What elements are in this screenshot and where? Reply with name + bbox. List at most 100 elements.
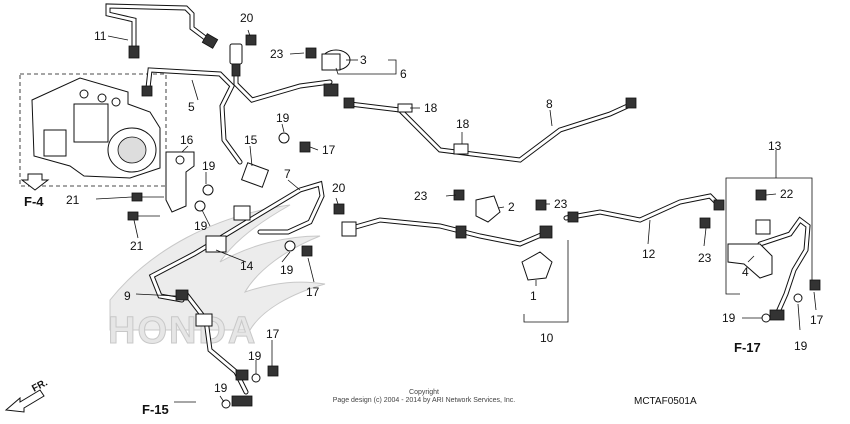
callout-20: 20 [332,181,346,195]
pipe-12 [563,193,725,223]
stay-2 [475,195,501,223]
callout-10: 10 [540,331,554,345]
callout-23: 23 [270,47,284,61]
ref-f15[interactable]: F-15 [142,402,169,417]
bolt-17-c [267,365,279,377]
callout-19: 19 [194,219,208,233]
abs-valve-block [73,103,109,143]
callout-20: 20 [240,11,254,25]
ref-f4-label: F-4 [24,194,44,209]
callout-15: 15 [244,133,258,147]
bracket-4 [727,243,773,279]
ref-f17-label: F-17 [734,340,761,355]
abs-connector [43,129,67,157]
clip-18-top [397,103,413,113]
abs-port-1 [79,89,89,99]
callout-17: 17 [306,285,320,299]
pipe-8 [343,97,637,163]
callout-19: 19 [276,111,290,125]
washer-19-d [284,240,296,252]
callout-19: 19 [248,349,262,363]
bolt-21 [127,192,164,221]
ref-f4[interactable]: F-4 [20,173,50,209]
ref-f17[interactable]: F-17 [734,340,761,355]
clamp-15 [240,162,270,188]
callout-23: 23 [554,197,568,211]
callout-9: 9 [124,289,131,303]
abs-port-2 [97,93,107,103]
pipe-8-end-nut [625,97,637,109]
hose-6-fitting [229,43,243,65]
hose-1 [341,217,553,281]
front-direction: FR. [4,377,50,413]
bolt-17-a [299,141,311,153]
clamp-14 [205,235,227,253]
washer-19-a [278,132,290,144]
hose-13-banjo [769,309,785,321]
pipe-11 [105,3,219,59]
callout-21: 21 [130,239,144,253]
bolt-22-head [755,189,767,201]
pipe-12-nut [567,211,579,223]
callout-14: 14 [240,259,254,273]
callout-23: 23 [414,189,428,203]
hose-7-joint [233,205,251,221]
pipe-9-end-nut [235,369,249,381]
callout-11: 11 [94,29,107,43]
pipe-9-banjo [231,395,253,407]
washer-19-h [793,293,803,303]
hose-6-nut [231,63,241,77]
bolt-17-d [809,279,821,291]
hose-1-bracket [521,251,553,281]
abs-modulator-assembly [19,73,167,187]
callout-3: 3 [360,53,367,67]
callout-13: 13 [768,139,782,153]
copyright-title: Copyright [409,389,439,396]
clip-18-bottom [453,143,469,155]
pipe-11-end-nut [201,33,219,49]
diagram-code: MCTAF0501A [634,396,697,407]
callout-19: 19 [202,159,216,173]
callout-12: 12 [642,247,656,261]
callout-17: 17 [322,143,336,157]
pipe-9-clamp [195,313,213,327]
callout-numbers: 11 5 20 23 3 6 8 18 18 16 15 19 17 7 19 … [66,11,824,395]
honda-watermark-text: HONDA [108,310,257,352]
callout-19: 19 [794,339,808,353]
callout-19: 19 [722,311,736,325]
callout-23: 23 [698,251,712,265]
leader-lines [95,29,817,403]
hose-1-end-nut [539,225,553,239]
callout-17: 17 [810,313,824,327]
callout-18: 18 [456,117,470,131]
caliper-block-3 [321,53,341,71]
washer-19-c [194,200,206,212]
pipe-8-nut [343,97,355,109]
abs-motor-cap [117,136,147,164]
callout-5: 5 [188,100,195,114]
washer-19-e [251,373,261,383]
hose-1-nut [455,225,467,239]
bolt-23-top [305,47,317,59]
callout-7: 7 [284,167,291,181]
callout-8: 8 [546,97,553,111]
pipe-11-nut [128,45,140,59]
down-arrow-icon [20,173,50,191]
bolt-20-mid [333,203,345,215]
callout-1: 1 [530,289,537,303]
bolt-23-far [699,217,711,229]
pipe-9-nut [175,289,189,301]
washer-19-b [202,184,214,196]
abs-port-3 [111,97,121,107]
hose-13-assembly [725,177,813,321]
callout-22: 22 [780,187,794,201]
pipe-5-nut [141,85,153,97]
washer-19-g [761,313,771,323]
copyright-text: Page design (c) 2004 - 2014 by ARI Netwo… [333,397,516,404]
pipe-5 [141,67,243,165]
callout-19: 19 [214,381,228,395]
callout-17: 17 [266,327,280,341]
callout-2: 2 [508,200,515,214]
callout-16: 16 [180,133,194,147]
